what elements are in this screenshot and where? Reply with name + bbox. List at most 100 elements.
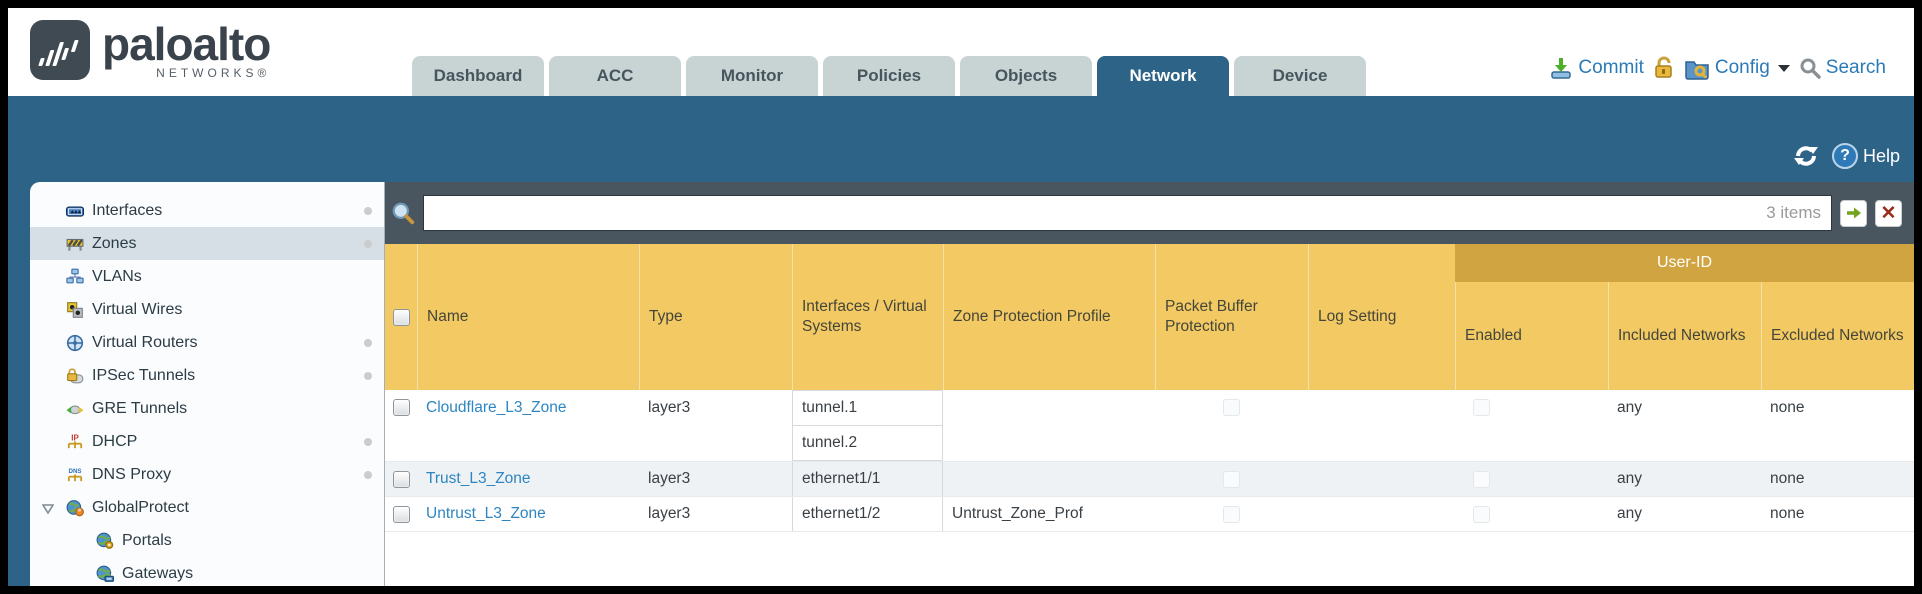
- lock-icon[interactable]: [1653, 56, 1675, 80]
- excluded-networks: none: [1770, 505, 1805, 522]
- filter-input[interactable]: [434, 204, 1767, 222]
- chevron-down-icon: [1777, 64, 1790, 72]
- sidebar-item-virtual-routers[interactable]: Virtual Routers: [30, 326, 384, 359]
- interface-entry: tunnel.1: [792, 390, 943, 426]
- tab-monitor[interactable]: Monitor: [686, 56, 818, 96]
- packet-buffer-protection-checkbox[interactable]: [1223, 399, 1240, 416]
- portals-icon: [96, 532, 114, 550]
- zone-protection-profile: Untrust_Zone_Prof: [952, 505, 1083, 522]
- help-button[interactable]: ? Help: [1831, 143, 1900, 169]
- sidebar-item-dns-proxy[interactable]: DNS DNS Proxy: [30, 458, 384, 491]
- col-header-included-networks[interactable]: Included Networks: [1608, 244, 1761, 390]
- sidebar-item-vlans[interactable]: VLANs: [30, 260, 384, 293]
- virtual-wires-icon: [66, 301, 84, 319]
- zone-name-link[interactable]: Untrust_L3_Zone: [426, 505, 546, 522]
- col-header-name[interactable]: Name: [417, 244, 639, 390]
- sidebar-item-virtual-wires[interactable]: Virtual Wires: [30, 293, 384, 326]
- zone-interfaces: ethernet1/2: [792, 497, 943, 531]
- clear-filter-button[interactable]: ✕: [1875, 199, 1902, 227]
- row-checkbox[interactable]: [392, 470, 410, 488]
- apply-filter-button[interactable]: [1840, 199, 1867, 227]
- zone-interfaces: tunnel.1 tunnel.2: [792, 390, 943, 461]
- packet-buffer-protection-checkbox[interactable]: [1223, 505, 1240, 523]
- expand-caret-icon[interactable]: [41, 501, 55, 519]
- sidebar-item-ipsec-tunnels[interactable]: IPSec Tunnels: [30, 359, 384, 392]
- item-dot: [364, 207, 372, 215]
- user-id-enabled-checkbox[interactable]: [1473, 505, 1490, 523]
- user-id-group-header: User-ID: [1455, 244, 1914, 282]
- sidebar-item-zones[interactable]: Zones: [30, 227, 384, 260]
- tab-objects[interactable]: Objects: [960, 56, 1092, 96]
- interfaces-icon: [66, 202, 84, 220]
- tab-acc[interactable]: ACC: [549, 56, 681, 96]
- refresh-icon[interactable]: [1792, 142, 1820, 170]
- sidebar-item-label: DHCP: [92, 432, 138, 450]
- sidebar-item-label: Portals: [122, 531, 172, 549]
- col-header-type[interactable]: Type: [639, 244, 792, 390]
- col-header-log-setting[interactable]: Log Setting: [1308, 244, 1455, 390]
- col-header-interfaces[interactable]: Interfaces / Virtual Systems: [792, 244, 943, 390]
- sidebar-item-label: Gateways: [122, 564, 194, 582]
- ipsec-tunnels-icon: [66, 367, 84, 385]
- included-networks: any: [1617, 399, 1642, 416]
- select-all-cell: [385, 244, 417, 390]
- zone-name-link[interactable]: Cloudflare_L3_Zone: [426, 399, 567, 416]
- filter-search-icon: [392, 202, 415, 225]
- zone-interfaces: ethernet1/1: [792, 462, 943, 496]
- tab-dashboard[interactable]: Dashboard: [412, 56, 544, 96]
- svg-text:DNS: DNS: [68, 467, 81, 474]
- dhcp-icon: IP: [66, 433, 84, 451]
- app-window: paloalto NETWORKS® Dashboard ACC Monitor…: [8, 8, 1914, 586]
- config-dropdown[interactable]: Config: [1684, 56, 1790, 80]
- item-dot: [364, 339, 372, 347]
- paloalto-logo: paloalto NETWORKS®: [30, 20, 271, 80]
- tab-device[interactable]: Device: [1234, 56, 1366, 96]
- sidebar-item-globalprotect[interactable]: GlobalProtect: [30, 491, 384, 524]
- col-header-excluded-networks[interactable]: Excluded Networks: [1761, 244, 1914, 390]
- col-header-zone-protection-profile[interactable]: Zone Protection Profile: [943, 244, 1155, 390]
- config-label: Config: [1714, 57, 1770, 78]
- sidebar-item-interfaces[interactable]: Interfaces: [30, 194, 384, 227]
- zone-type: layer3: [648, 470, 691, 487]
- paloalto-logo-icon: [30, 20, 90, 80]
- sidebar-item-portals[interactable]: Portals: [30, 524, 384, 557]
- included-networks: any: [1617, 505, 1642, 522]
- items-count: 3 items: [1766, 203, 1821, 222]
- col-header-packet-buffer-protection[interactable]: Packet Buffer Protection: [1155, 244, 1308, 390]
- green-arrow-icon: [1846, 207, 1861, 219]
- user-id-enabled-checkbox[interactable]: [1473, 399, 1490, 416]
- tab-policies[interactable]: Policies: [823, 56, 955, 96]
- network-sidebar: Interfaces Zones VLANs: [30, 182, 385, 586]
- sidebar-item-label: Virtual Routers: [92, 333, 198, 351]
- table-row-cloudflare[interactable]: Cloudflare_L3_Zone layer3 tunnel.1 tunne…: [385, 390, 1914, 462]
- item-dot: [364, 372, 372, 380]
- interface-entry: ethernet1/1: [792, 462, 943, 496]
- table-row-trust[interactable]: Trust_L3_Zone layer3 ethernet1/1 any non…: [385, 462, 1914, 497]
- zone-type: layer3: [648, 505, 691, 522]
- gateways-icon: [96, 565, 114, 583]
- sidebar-item-gateways[interactable]: Gateways: [30, 557, 384, 586]
- row-checkbox[interactable]: [392, 505, 410, 523]
- sidebar-item-label: Zones: [92, 234, 137, 252]
- select-all-checkbox[interactable]: [392, 308, 410, 326]
- table-row-untrust[interactable]: Untrust_L3_Zone layer3 ethernet1/2 Untru…: [385, 497, 1914, 532]
- logo-bars-icon: [38, 40, 79, 66]
- sidebar-item-gre-tunnels[interactable]: GRE Tunnels: [30, 392, 384, 425]
- table-empty-area: [385, 532, 1914, 586]
- interface-entry: ethernet1/2: [792, 497, 943, 531]
- user-id-enabled-checkbox[interactable]: [1473, 470, 1490, 488]
- zones-main-panel: 3 items ✕ Name Type In: [385, 182, 1914, 586]
- sidebar-item-dhcp[interactable]: IP DHCP: [30, 425, 384, 458]
- packet-buffer-protection-checkbox[interactable]: [1223, 470, 1240, 488]
- search-button[interactable]: Search: [1799, 57, 1886, 79]
- help-icon: ?: [1831, 143, 1858, 169]
- tab-network[interactable]: Network: [1097, 56, 1229, 96]
- col-header-enabled[interactable]: Enabled: [1455, 244, 1608, 390]
- globalprotect-icon: [66, 499, 84, 517]
- zone-name-link[interactable]: Trust_L3_Zone: [426, 470, 531, 487]
- dns-proxy-icon: DNS: [66, 466, 84, 484]
- commit-button[interactable]: Commit: [1549, 56, 1644, 80]
- search-label: Search: [1825, 57, 1886, 78]
- zone-protection-profile: [943, 462, 1155, 496]
- row-checkbox[interactable]: [392, 399, 410, 416]
